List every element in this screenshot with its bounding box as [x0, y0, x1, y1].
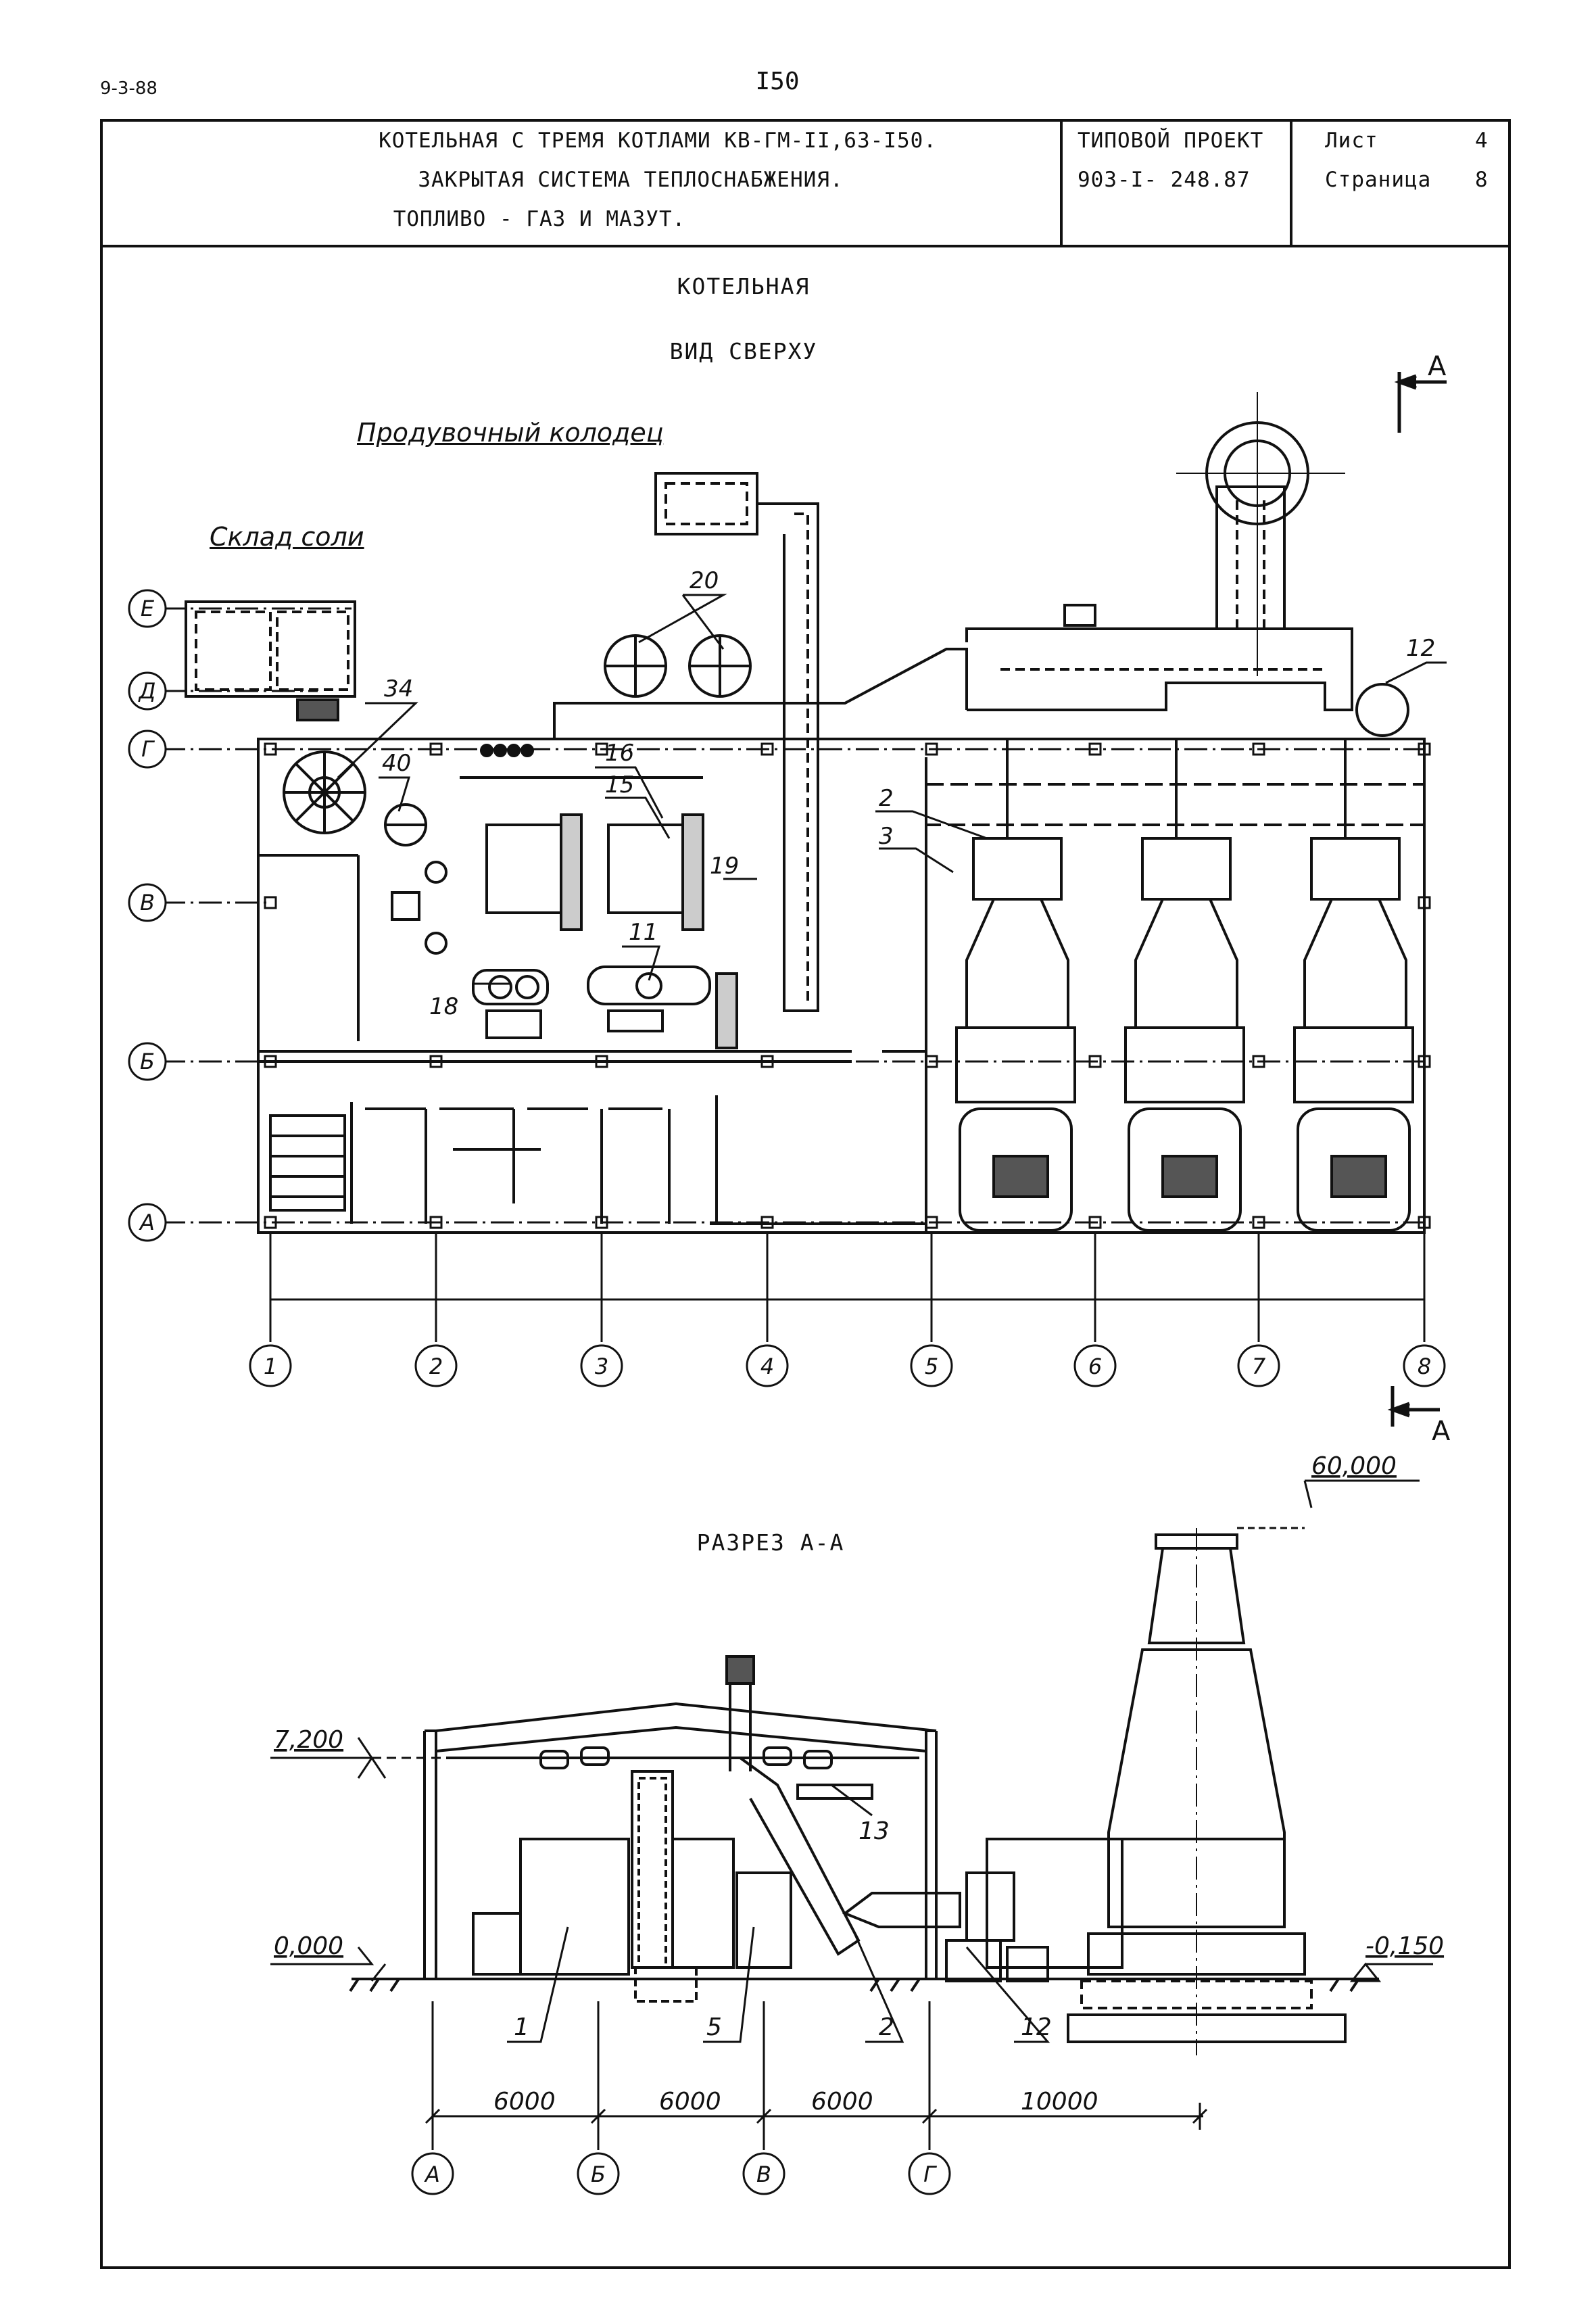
callout-16: 16: [605, 740, 634, 767]
elevation-mark: -0,150: [1365, 1932, 1444, 1960]
document-code: 9-3-88: [100, 78, 158, 99]
boiler-section: [472, 1655, 1123, 2003]
callout-12: 12: [1406, 635, 1435, 662]
callout-2: 2: [879, 785, 894, 812]
callout-18: 18: [429, 993, 458, 1020]
row-axis-label: В: [140, 890, 155, 915]
row-axis-label: А: [139, 1210, 155, 1235]
callout-19: 19: [710, 853, 739, 880]
plan-title: КОТЕЛЬНАЯ: [677, 273, 811, 300]
title-line-2: ЗАКРЫТАЯ СИСТЕМА ТЕПЛОСНАБЖЕНИЯ.: [418, 168, 844, 192]
title-block: КОТЕЛЬНАЯ С ТРЕМЯ КОТЛАМИ КВ-ГМ-II,63-I5…: [100, 119, 1511, 247]
section-axis-label: Г: [923, 2162, 937, 2187]
elevation-mark: 7,200: [274, 1726, 343, 1754]
callout-40: 40: [382, 750, 411, 777]
callout-2: 2: [879, 2013, 894, 2041]
tank-40: [384, 803, 448, 955]
section-view: А 60,000 7,200 0,000 -0,150 13 1 5 2 12 …: [270, 1386, 1451, 2195]
project-cell: ТИПОВОЙ ПРОЕКТ 903-I- 248.87: [1060, 119, 1290, 245]
callout-3: 3: [879, 823, 894, 850]
section-mark-letter: А: [1428, 351, 1447, 382]
dimension-value: 10000: [1021, 2088, 1098, 2116]
column-axis-label: 4: [760, 1354, 774, 1379]
chimney: [1067, 1528, 1347, 2055]
column-axis-label: 6: [1088, 1354, 1102, 1379]
row-axis-label: Б: [140, 1049, 155, 1074]
callout-15: 15: [605, 771, 634, 798]
boilers: [925, 740, 1426, 1232]
row-axis-label: Д: [138, 678, 156, 704]
column-axis-label: 7: [1252, 1354, 1266, 1379]
stairs: [269, 1114, 346, 1212]
title-line-3: ТОПЛИВО - ГАЗ И МАЗУТ.: [393, 207, 686, 231]
boiler-3: [1293, 837, 1414, 1232]
salt-store: [185, 600, 356, 721]
section-mark-letter: А: [1432, 1416, 1451, 1447]
plan-view: Е Д Г В Б А 1 2 3 4 5 6 7 8 34 40 20 16 …: [128, 351, 1447, 1387]
project-label: ТИПОВОЙ ПРОЕКТ: [1078, 128, 1264, 153]
blowdown-well-label: Продувочный колодец: [357, 418, 664, 448]
callout-11: 11: [629, 919, 658, 946]
callout-13: 13: [859, 1817, 890, 1845]
page-value: 8: [1475, 168, 1489, 192]
row-axis-label: Г: [141, 736, 155, 762]
page-label: Страница: [1325, 168, 1432, 192]
section-axis-label: А: [424, 2162, 440, 2187]
row-axis-label: Е: [141, 596, 155, 621]
elevation-mark: 60,000: [1311, 1452, 1397, 1480]
boiler-2: [1124, 837, 1245, 1232]
section-title: РАЗРЕЗ А-А: [696, 1529, 845, 1556]
flue-ducts: [553, 392, 1353, 740]
project-number: 903-I- 248.87: [1078, 168, 1251, 192]
callout-12: 12: [1021, 2013, 1052, 2041]
salt-store-label: Склад соли: [210, 522, 364, 552]
sheet-cell: Лист 4 Страница 8: [1290, 119, 1508, 245]
tanks-11-18: [472, 965, 738, 1049]
dimension-value: 6000: [811, 2088, 873, 2116]
callout-5: 5: [706, 2013, 722, 2041]
sheet-label: Лист: [1325, 128, 1378, 153]
pumps-20: [604, 634, 752, 698]
building-outline: [257, 738, 1426, 1234]
drawing-frame: [100, 119, 1511, 2269]
boiler-1: [955, 837, 1076, 1232]
callout-1: 1: [514, 2013, 529, 2041]
column-axis-label: 5: [925, 1354, 938, 1379]
sheet-value: 4: [1475, 128, 1489, 153]
section-axis-label: В: [756, 2162, 771, 2187]
section-mark-top: [1394, 372, 1447, 433]
elevation-mark: 0,000: [274, 1932, 343, 1960]
callout-20: 20: [690, 567, 719, 594]
plan-subtitle: ВИД СВЕРХУ: [669, 338, 818, 364]
section-axis-label: Б: [591, 2162, 606, 2187]
column-axis-label: 2: [429, 1354, 443, 1379]
column-axis-label: 8: [1418, 1354, 1431, 1379]
dimension-value: 6000: [493, 2088, 556, 2116]
equipment-12: [1355, 683, 1409, 737]
title-line-1: КОТЕЛЬНАЯ С ТРЕМЯ КОТЛАМИ КВ-ГМ-II,63-I5…: [379, 128, 937, 153]
callout-34: 34: [384, 675, 413, 702]
blowdown-well: [654, 472, 819, 1012]
fan-34: [283, 750, 366, 834]
column-axis-label: 1: [264, 1354, 277, 1379]
page-number: I50: [755, 68, 800, 95]
dimension-value: 6000: [659, 2088, 721, 2116]
section-mark-bottom: [1387, 1386, 1440, 1427]
column-axis-label: 3: [595, 1354, 608, 1379]
heat-exchangers: [460, 744, 704, 931]
